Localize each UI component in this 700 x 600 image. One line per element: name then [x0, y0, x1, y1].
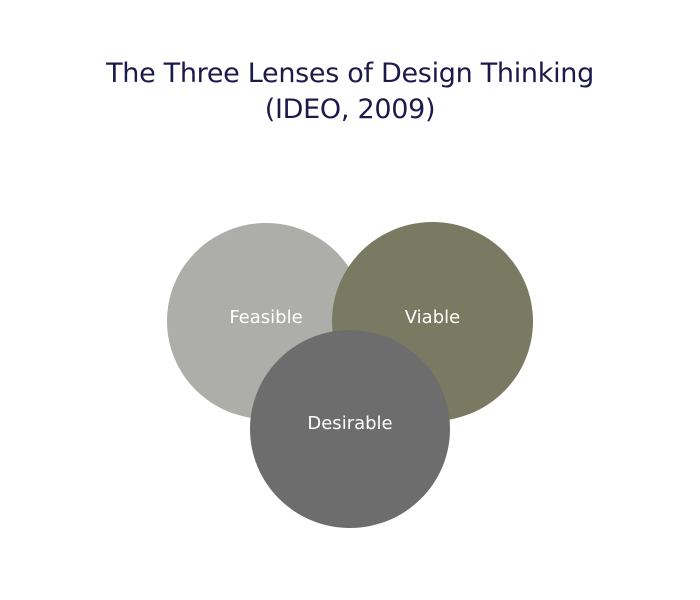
desirable-label: Desirable: [307, 412, 393, 434]
viable-label: Viable: [404, 307, 461, 328]
desirable-circle: Desirable: [250, 330, 450, 528]
diagram-title-line1: The Three Lenses of Design Thinking: [106, 58, 594, 89]
feasible-label: Feasible: [229, 306, 303, 328]
diagram-title-line2: (IDEO, 2009): [264, 94, 436, 125]
